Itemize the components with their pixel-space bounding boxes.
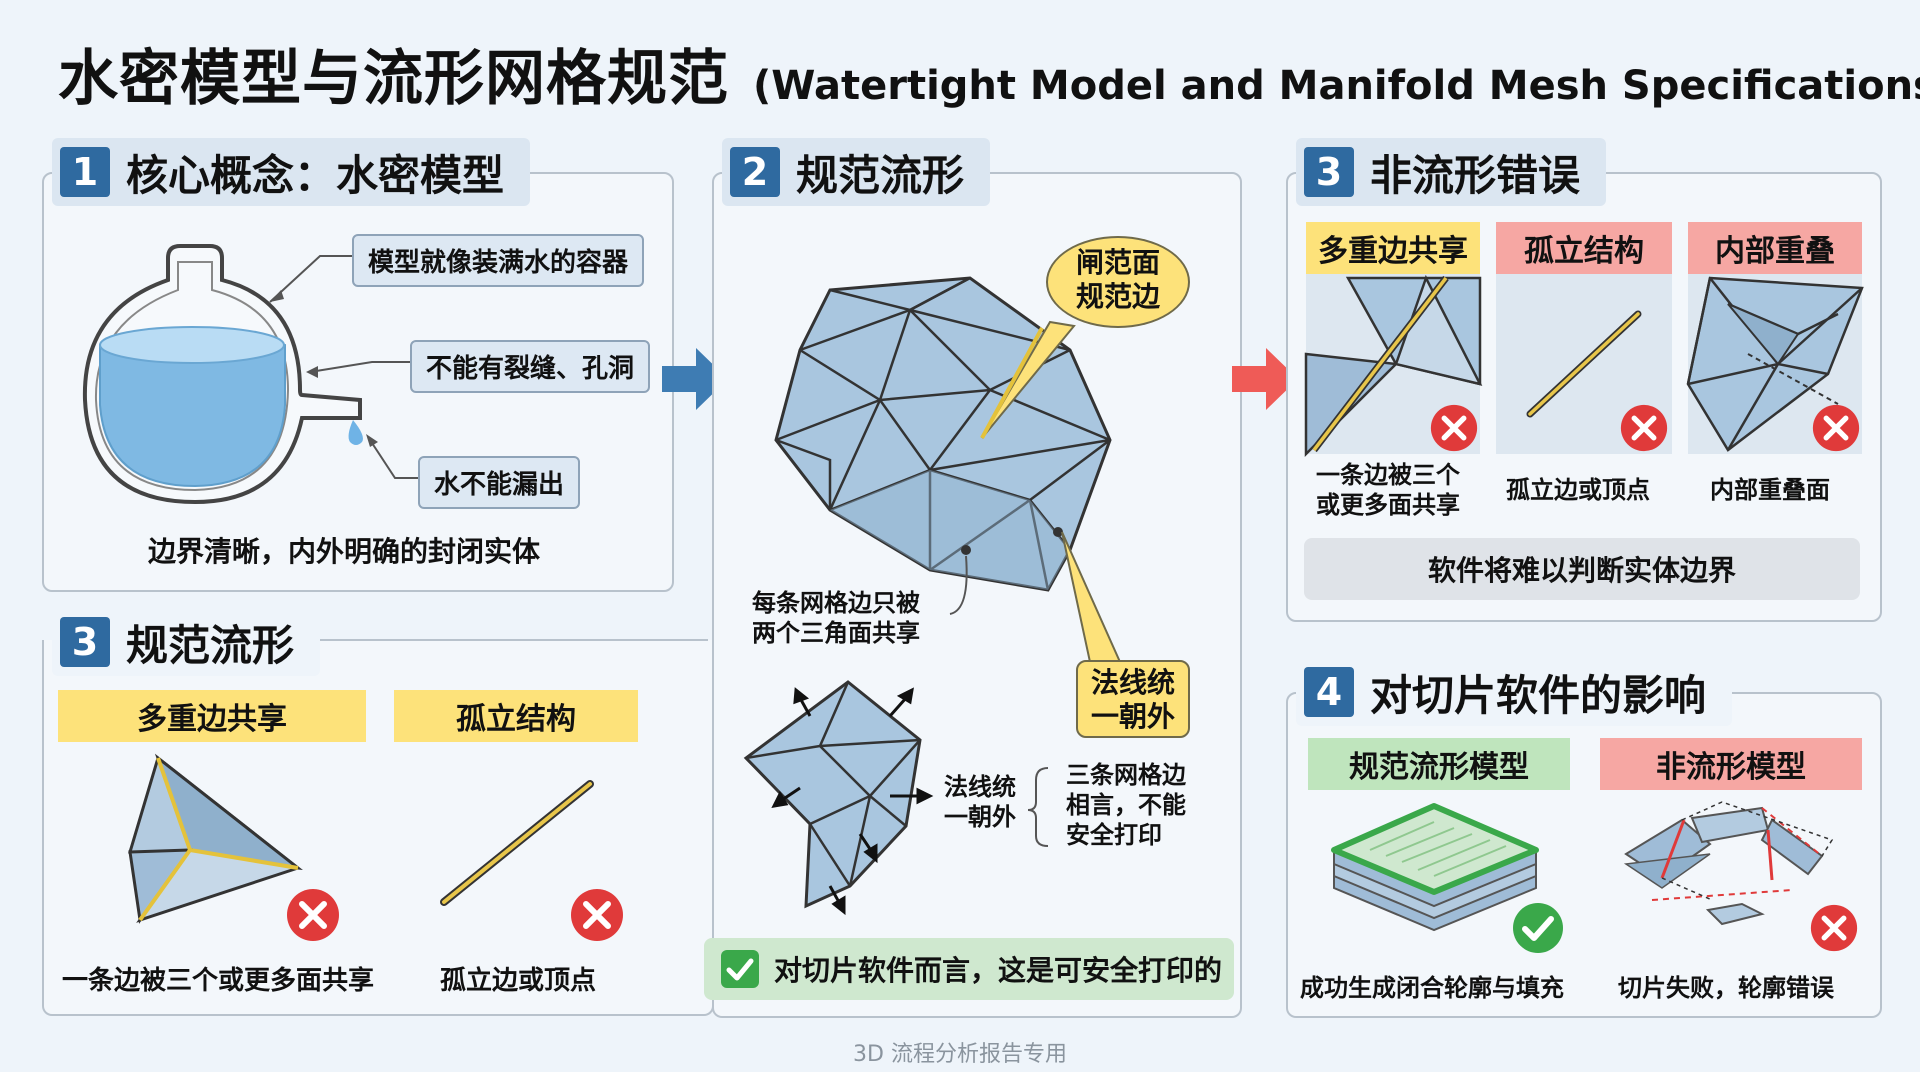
error-x-icon — [287, 889, 339, 941]
section3-right-number: 3 — [1304, 147, 1354, 197]
flask-callout-lines — [269, 255, 418, 479]
section2-header: 2 规范流形 — [722, 138, 991, 206]
section4-number: 4 — [1304, 667, 1354, 717]
sliced-layers-success — [1331, 803, 1539, 932]
edge-note-bracket — [949, 555, 968, 615]
tile-overlap-art — [1686, 276, 1864, 452]
caption-isolated-left: 孤立边或顶点 — [440, 966, 597, 996]
section3-right-header: 3 非流形错误 — [1296, 138, 1607, 206]
section1-number: 1 — [60, 147, 110, 197]
section1-title: 核心概念：水密模型 — [126, 150, 505, 200]
footer-note: 3D 流程分析报告专用 — [853, 1042, 1067, 1067]
caption-overlap-right: 内部重叠面 — [1710, 476, 1830, 504]
callout-container-analogy: 模型就像装满水的容器 — [352, 234, 645, 287]
bubble-normals-outward: 法线统 一朝外 — [1076, 660, 1190, 738]
flask-illustration — [82, 244, 363, 505]
edge-share-note: 每条网格边只被 两个三角面共享 — [752, 589, 920, 647]
bubble-standard-faces-edges: 闸范面 规范边 — [1046, 236, 1190, 328]
bubble-pointer-top — [980, 320, 1076, 439]
caption-isolated-right: 孤立边或顶点 — [1506, 476, 1650, 504]
check-icon — [721, 950, 759, 988]
section2-title: 规范流形 — [796, 150, 965, 200]
isolated-edge-left — [440, 780, 594, 906]
section4-header: 4 对切片软件的影响 — [1296, 658, 1733, 726]
error-x-icon — [1430, 404, 1478, 452]
tile-multi-edge-art — [1304, 274, 1483, 458]
page-title: 水密模型与流形网格规范 (Watertight Model and Manifo… — [58, 30, 1920, 114]
arrow-right-blue-icon — [662, 348, 728, 410]
error-x-icon — [1812, 404, 1860, 452]
error-x-icon — [571, 889, 623, 941]
caption-failure: 切片失败，轮廓错误 — [1618, 974, 1834, 1002]
side-note-brace — [1027, 767, 1049, 847]
callout-no-cracks: 不能有裂缝、孔洞 — [410, 340, 651, 393]
section2-number: 2 — [730, 147, 780, 197]
tile-isolated-art — [1526, 310, 1642, 418]
section1-caption: 边界清晰，内外明确的封闭实体 — [148, 535, 541, 568]
multi-edge-mesh-left — [128, 753, 303, 924]
section3-left-number: 3 — [60, 617, 110, 667]
tag-overlap-right: 内部重叠 — [1688, 222, 1862, 274]
callout-no-leak: 水不能漏出 — [418, 456, 581, 509]
title-english: (Watertight Model and Manifold Mesh Spec… — [753, 63, 1920, 109]
normal-label: 法线统 一朝外 — [944, 773, 1016, 831]
tag-isolated-left: 孤立结构 — [394, 690, 638, 742]
safe-print-text: 对切片软件而言，这是可安全打印的 — [774, 954, 1223, 987]
title-chinese: 水密模型与流形网格规范 — [58, 44, 729, 114]
water-drop-icon — [348, 420, 363, 445]
tag-isolated-right: 孤立结构 — [1496, 222, 1672, 274]
section3-left-divider — [318, 639, 708, 641]
section3-left-header: 3 规范流形 — [52, 608, 321, 676]
section4-title: 对切片软件的影响 — [1370, 670, 1707, 720]
tag-manifold-model: 规范流形模型 — [1308, 738, 1570, 790]
water-surface — [99, 326, 285, 364]
tag-non-manifold-model: 非流形模型 — [1600, 738, 1862, 790]
error-x-icon — [1810, 904, 1858, 952]
bubble-normal-text: 法线统 一朝外 — [1090, 666, 1175, 733]
caption-multi-edge-right: 一条边被三个 或更多面共享 — [1316, 461, 1460, 519]
safe-print-bar: 对切片软件而言，这是可安全打印的 — [704, 938, 1234, 1000]
caption-success: 成功生成闭合轮廓与填充 — [1300, 974, 1564, 1002]
side-note: 三条网格边 相言，不能 安全打印 — [1066, 761, 1186, 849]
section3-right-title: 非流形错误 — [1370, 150, 1581, 200]
tag-multi-edge-left: 多重边共享 — [58, 690, 366, 742]
arrow-right-red-icon — [1232, 348, 1298, 410]
check-icon — [1513, 903, 1563, 953]
section1-header: 1 核心概念：水密模型 — [52, 138, 531, 206]
section3-left-title: 规范流形 — [126, 620, 295, 670]
error-x-icon — [1620, 404, 1668, 452]
tag-multi-edge-right: 多重边共享 — [1306, 222, 1480, 274]
boundary-warning-bar: 软件将难以判断实体边界 — [1304, 538, 1860, 600]
caption-multi-edge-left: 一条边被三个或更多面共享 — [62, 966, 375, 996]
normals-mesh — [743, 680, 934, 916]
sliced-layers-failure — [1623, 801, 1834, 926]
bubble-top-text: 闸范面 规范边 — [1075, 246, 1160, 313]
